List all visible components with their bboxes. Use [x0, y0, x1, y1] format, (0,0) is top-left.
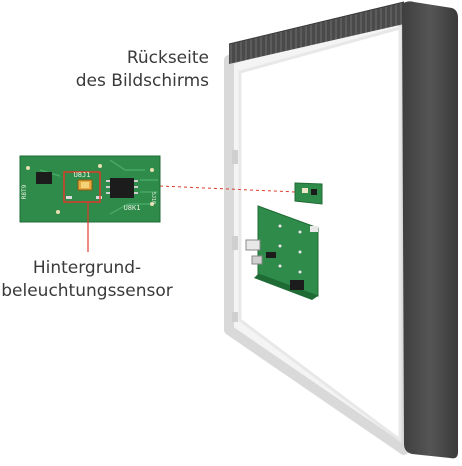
main-board-on-monitor [245, 205, 319, 300]
backlight-sensor-label-line1: Hintergrund- [32, 258, 142, 278]
back-of-screen-label-line1: Rückseite [126, 48, 209, 68]
pcb-board-label: U8K1 [124, 204, 141, 212]
pcb-side-label: R8T9 [21, 184, 28, 199]
sensor-board-on-monitor [294, 182, 323, 205]
pcb-closeup: U8J1 U8K1 5J10 R8T9 [19, 155, 161, 223]
backlight-sensor-label-line2: beleuchtungssensor [1, 281, 173, 301]
back-of-screen-label-line2: des Bildschirms [75, 71, 209, 91]
pcb-chip-label: U8J1 [74, 171, 91, 179]
back-of-screen-label: Rückseite des Bildschirms [76, 47, 209, 93]
backlight-sensor-label: Hintergrund- beleuchtungssensor [0, 257, 174, 303]
monitor-top-bezel [228, 1, 405, 64]
monitor-side-edge [402, 1, 458, 459]
pcb-ref-label: 5J10 [150, 192, 156, 204]
sensor-highlight-box [63, 171, 101, 203]
connector-dashed-line [159, 185, 297, 193]
